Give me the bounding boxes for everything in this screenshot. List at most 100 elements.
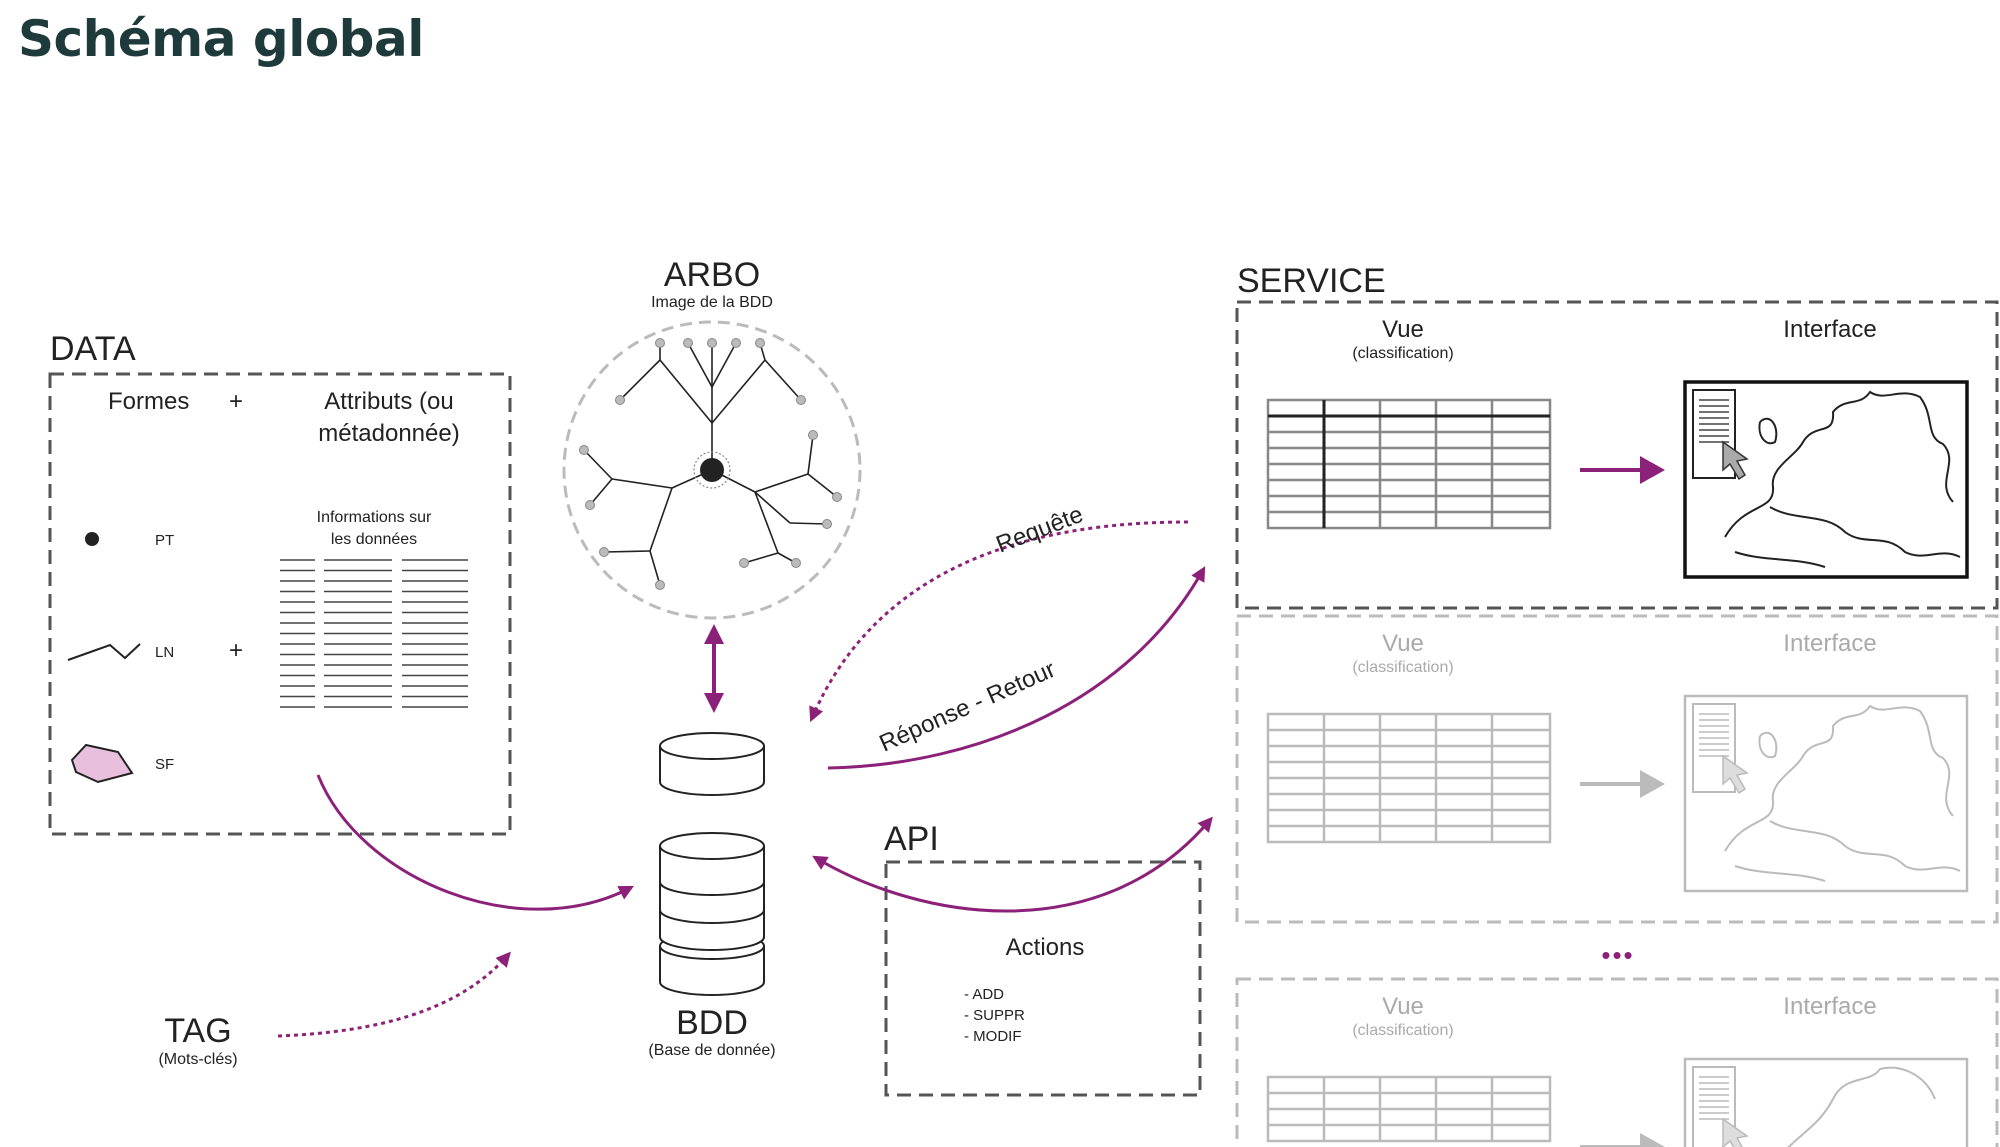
database-disk-top <box>659 732 765 760</box>
shape-code-ln: LN <box>155 644 174 661</box>
tree-branch <box>807 473 838 498</box>
classification-table-icon <box>1266 398 1552 530</box>
service-row: Vue (classification) Interface <box>1235 614 1999 924</box>
tree-branch <box>649 550 661 586</box>
plus-sign-2: + <box>229 637 243 664</box>
cursor-icon <box>1722 440 1749 481</box>
reponse-arrow <box>827 566 1206 770</box>
tree-leaf-node <box>731 338 741 348</box>
requete-label: Requête <box>992 501 1086 559</box>
tree-branch <box>649 487 673 552</box>
actions-title: Actions <box>1006 934 1085 961</box>
page-title: Schéma global <box>18 10 424 68</box>
arbo-circle <box>562 320 862 620</box>
tree-root-halo <box>693 451 731 489</box>
point-icon <box>85 532 99 546</box>
tree-leaf-node <box>579 445 589 455</box>
requete-arrow <box>809 520 1189 723</box>
tree-leaf-node <box>796 395 806 405</box>
arrow-head <box>1640 456 1665 484</box>
classification-table-icon <box>1266 1075 1552 1143</box>
action-suppr: - SUPPR <box>964 1007 1025 1024</box>
database-icon <box>659 732 765 996</box>
arrow-head <box>1640 1133 1665 1147</box>
service-label: SERVICE <box>1237 262 1386 300</box>
tree-branch <box>611 478 673 489</box>
bdd-sublabel: (Base de donnée) <box>648 1042 775 1059</box>
vue-label: Vue <box>1382 630 1424 657</box>
tag-label: TAG <box>164 1012 231 1050</box>
bdd-label: BDD <box>676 1004 748 1042</box>
tree-branch <box>687 342 713 388</box>
action-modif: - MODIF <box>964 1028 1022 1045</box>
arbo-sublabel: Image de la BDD <box>651 294 773 311</box>
service-row: Vue (classification) Interface <box>1235 300 1999 610</box>
interface-label: Interface <box>1783 630 1876 657</box>
tree-branch <box>589 478 613 506</box>
api-label: API <box>884 820 939 858</box>
arbo-label: ARBO <box>664 256 760 294</box>
shape-code-pt: PT <box>155 532 174 549</box>
service-box <box>1235 977 1999 1147</box>
data-label: DATA <box>50 330 136 368</box>
reponse-label: Réponse - Retour <box>875 656 1059 758</box>
attributs-header-1: Attributs (ou <box>324 388 453 415</box>
map-interface-icon <box>1683 380 1969 579</box>
vue-sublabel: (classification) <box>1352 659 1453 676</box>
more-services-ellipsis: ••• <box>1601 940 1634 970</box>
attributs-header-2: métadonnée) <box>318 420 459 447</box>
tree-root-node <box>700 458 724 482</box>
tree-leaf-node <box>808 430 818 440</box>
service-box <box>1235 614 1999 924</box>
service-row: Vue (classification) Interface <box>1235 977 1999 1147</box>
map-interface-icon <box>1683 1057 1969 1147</box>
plus-sign: + <box>229 388 243 415</box>
info-label-2: les données <box>331 531 417 548</box>
action-add: - ADD <box>964 986 1004 1003</box>
tree-leaf-node <box>755 338 765 348</box>
interface-label: Interface <box>1783 993 1876 1020</box>
data-box <box>48 372 512 836</box>
arbo-section: ARBO Image de la BDD <box>562 256 862 620</box>
tree-icon <box>579 338 842 590</box>
bdd-section: BDD (Base de donnée) <box>648 732 776 1059</box>
data-to-bdd-arrow <box>316 774 634 911</box>
tree-leaf-node <box>585 500 595 510</box>
vue-label: Vue <box>1382 316 1424 343</box>
tree-leaf-node <box>707 338 717 348</box>
tree-branch <box>754 491 791 524</box>
api-section: API Actions - ADD - SUPPR - MODIF <box>884 820 1202 1097</box>
tree-leaf-node <box>739 558 749 568</box>
api-arrow <box>812 816 1213 913</box>
tree-leaf-node <box>822 519 832 529</box>
tree-branch <box>583 449 613 480</box>
tree-branch <box>764 359 802 401</box>
tag-to-bdd-arrow <box>277 951 511 1038</box>
cursor-icon <box>1722 754 1749 795</box>
tree-branch <box>659 359 713 424</box>
data-section: DATA Formes + Attributs (ou métadonnée) … <box>48 330 512 836</box>
tree-leaf-node <box>791 558 801 568</box>
tree-branch <box>603 550 651 553</box>
polygon-icon <box>70 743 134 784</box>
vue-sublabel: (classification) <box>1352 345 1453 362</box>
tree-branch <box>711 342 737 388</box>
tag-section: TAG (Mots-clés) <box>158 1012 237 1068</box>
tree-branch <box>754 473 809 493</box>
service-section: SERVICE Vue(classification)InterfaceVue(… <box>1235 262 1999 1147</box>
vue-sublabel: (classification) <box>1352 1022 1453 1039</box>
shape-code-sf: SF <box>155 756 174 773</box>
tree-branch <box>754 491 779 554</box>
metadata-document-icon <box>280 559 468 708</box>
arrow-head <box>1640 770 1665 798</box>
tree-branch <box>711 359 766 424</box>
api-box <box>884 860 1202 1097</box>
cursor-icon <box>1722 1117 1749 1147</box>
vue-label: Vue <box>1382 993 1424 1020</box>
tree-branch <box>743 552 779 564</box>
tree-branch <box>789 522 828 525</box>
map-interface-icon <box>1683 694 1969 893</box>
tree-branch <box>807 434 814 475</box>
interface-label: Interface <box>1783 316 1876 343</box>
